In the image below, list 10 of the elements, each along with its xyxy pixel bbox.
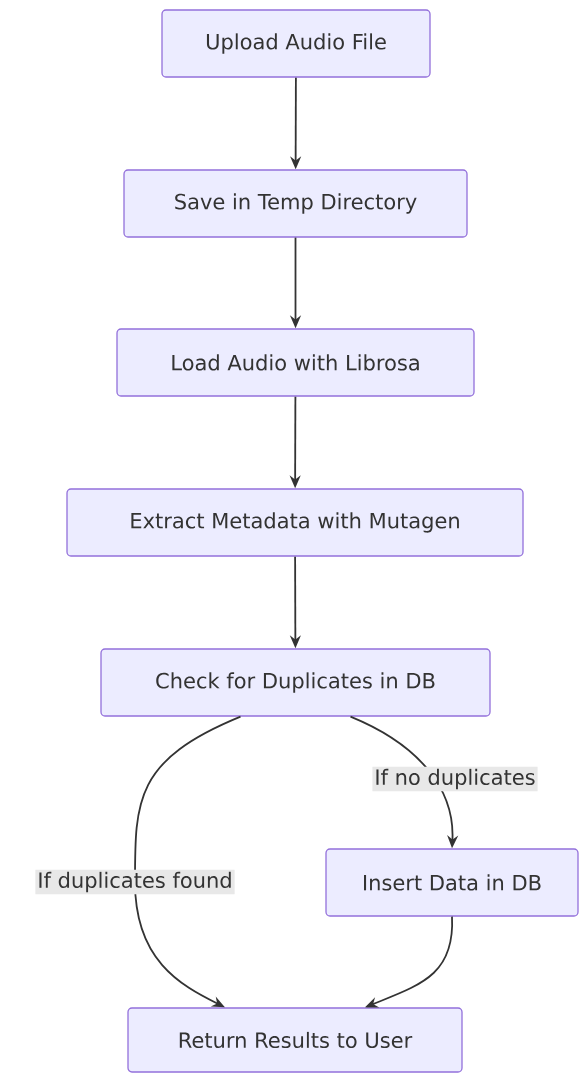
arrow [134,715,242,1008]
process-box: Return Results to User [127,1007,463,1073]
process-box: Insert Data in DB [325,848,579,917]
process-box: Extract Metadata with Mutagen [66,488,524,557]
process-box: Save in Temp Directory [123,169,468,238]
edge-label: If no duplicates [372,766,538,792]
process-box: Check for Duplicates in DB [100,648,491,717]
process-box: Upload Audio File [161,9,431,78]
edge-label: If duplicates found [35,869,235,895]
process-box: Load Audio with Librosa [116,328,475,397]
